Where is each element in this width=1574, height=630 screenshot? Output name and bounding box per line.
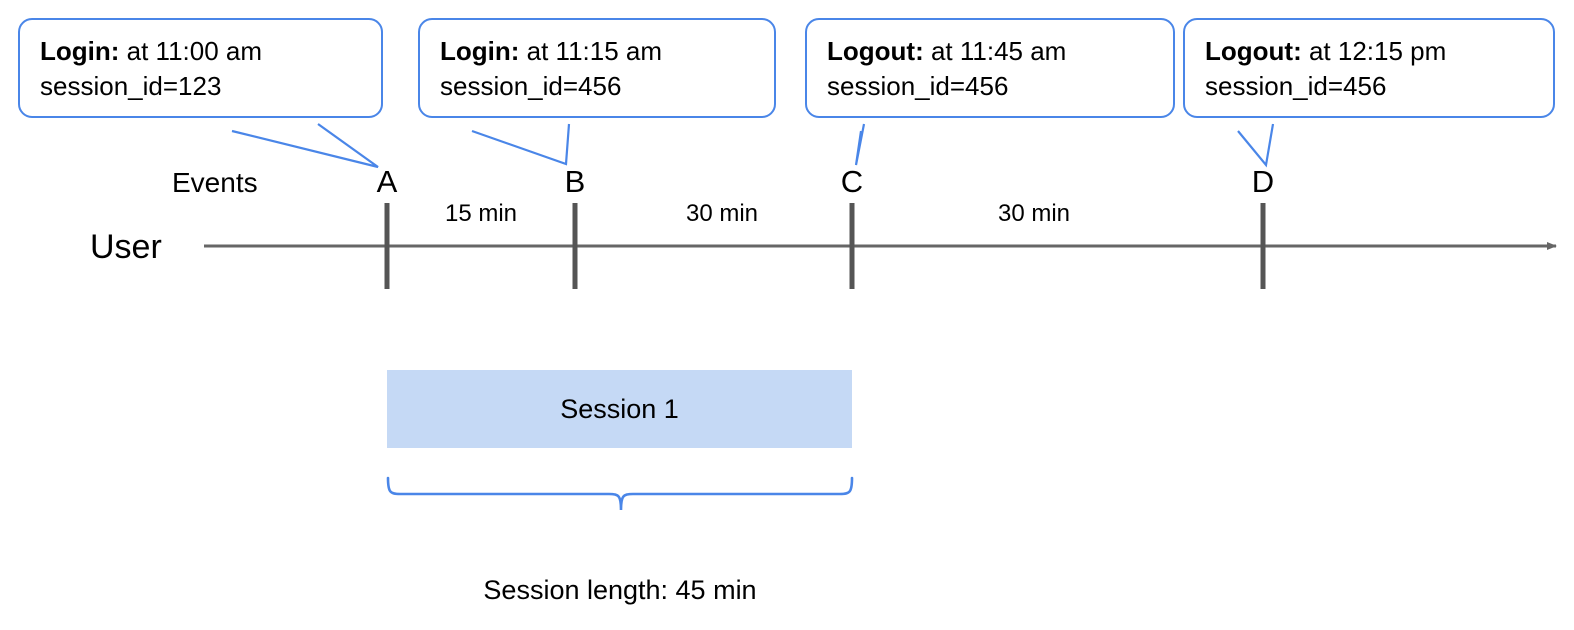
- callout-a-session-id: session_id=123: [40, 70, 222, 101]
- callout-c-event-type: Logout:: [827, 36, 924, 66]
- callout-c-time: at 11:45 am: [923, 36, 1067, 66]
- callout-tail-a: [231, 123, 379, 169]
- events-lane-label: Events: [172, 167, 258, 198]
- callout-bubble-d: Logout: at 12:15 pm session_id=456: [1183, 18, 1555, 118]
- callout-a-event-type: Login:: [40, 36, 120, 66]
- callout-tail-c: [854, 123, 866, 166]
- callout-c-session-id: session_id=456: [827, 70, 1009, 101]
- event-letter-c: C: [840, 164, 864, 199]
- callout-tail-b: [471, 123, 571, 166]
- gap-label-b-c: 30 min: [685, 200, 759, 227]
- event-letter-d: D: [1251, 164, 1275, 199]
- session-bar: Session 1: [387, 370, 852, 448]
- callout-b-time: at 11:15 am: [519, 36, 663, 66]
- callout-b-session-id: session_id=456: [440, 70, 622, 101]
- session-bar-label: Session 1: [560, 393, 679, 424]
- gap-label-a-b: 15 min: [444, 200, 518, 227]
- callout-d-line1: Logout: at 12:15 pm: [1205, 34, 1535, 69]
- callout-bubble-b: Login: at 11:15 am session_id=456: [418, 18, 776, 118]
- callout-a-time: at 11:00 am: [119, 36, 263, 66]
- callout-d-event-type: Logout:: [1205, 36, 1302, 66]
- callout-a-line1: Login: at 11:00 am: [40, 34, 363, 69]
- event-letter-a: A: [376, 164, 398, 199]
- callout-bubble-a: Login: at 11:00 am session_id=123: [18, 18, 383, 118]
- session-length-caption: Session length: 45 min: [483, 575, 757, 605]
- callout-bubble-c: Logout: at 11:45 am session_id=456: [805, 18, 1175, 118]
- session-brace: [386, 476, 854, 511]
- gap-label-c-d: 30 min: [997, 200, 1071, 227]
- event-letter-b: B: [564, 164, 586, 199]
- callout-c-line1: Logout: at 11:45 am: [827, 34, 1155, 69]
- callout-b-event-type: Login:: [440, 36, 520, 66]
- callout-d-session-id: session_id=456: [1205, 70, 1387, 101]
- callout-tail-d: [1237, 123, 1275, 168]
- callout-d-time: at 12:15 pm: [1301, 36, 1447, 66]
- callout-b-line1: Login: at 11:15 am: [440, 34, 756, 69]
- user-lane-label: User: [90, 228, 162, 266]
